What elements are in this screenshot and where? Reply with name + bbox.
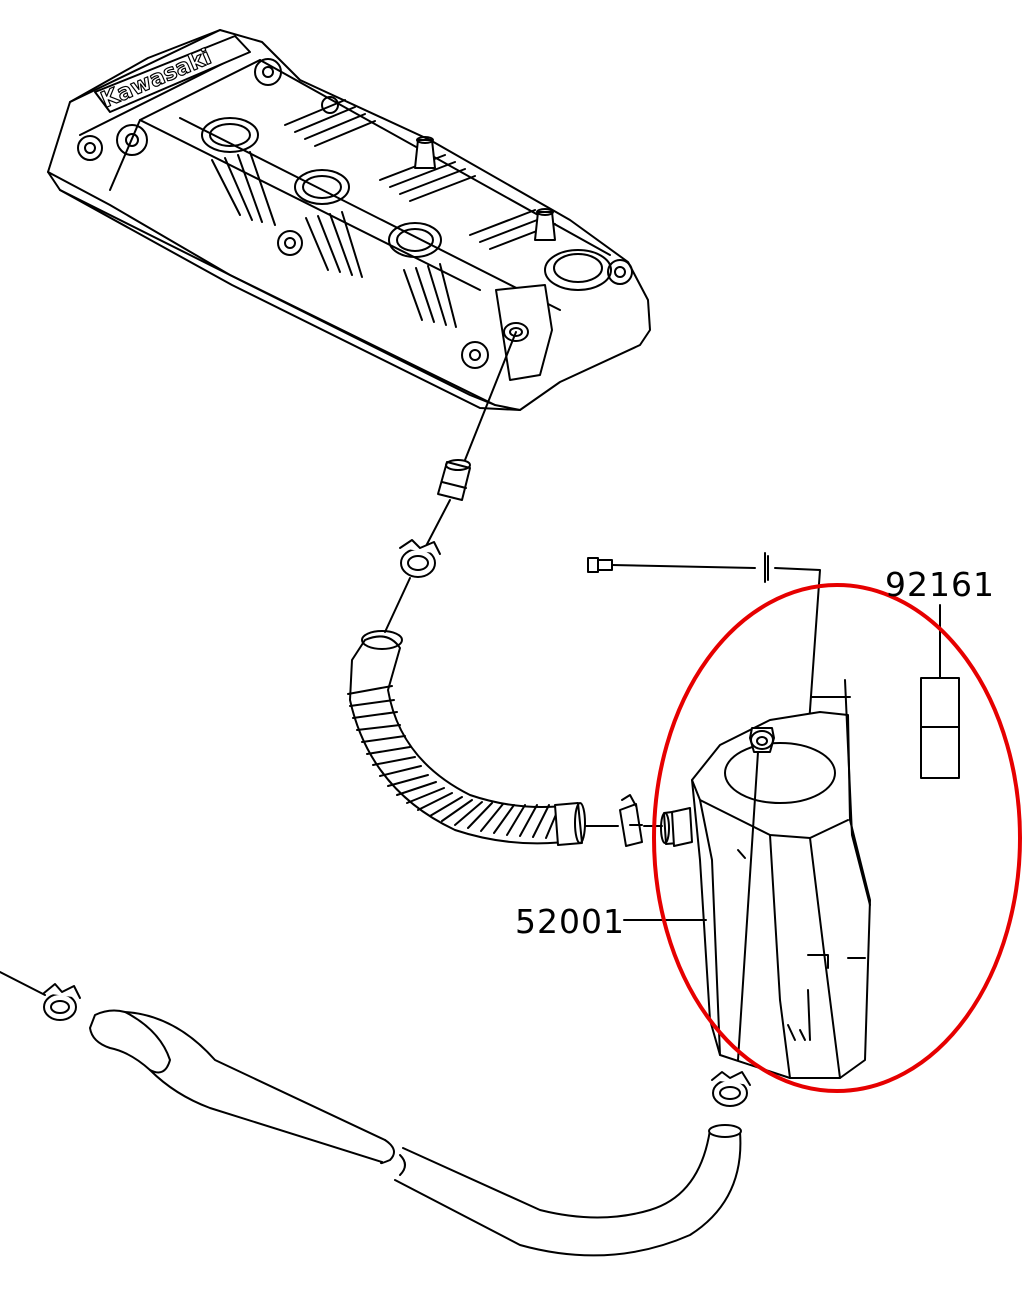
hose-clamp-lower-left (0, 971, 81, 1021)
part-number-92161: 92161 (885, 565, 995, 604)
part-number-52001: 52001 (515, 902, 625, 941)
drain-hose (89, 1009, 742, 1257)
hose-clamp-upper (384, 499, 451, 633)
highlight-circle (652, 583, 1022, 1093)
breather-tank (671, 679, 871, 1079)
pipe-fitting (437, 331, 517, 501)
bolt (587, 552, 821, 781)
part-92161-shape (920, 604, 960, 779)
valve-cover: Kawasaki (47, 29, 651, 411)
hose-clamp-lower-right (711, 1071, 751, 1107)
corrugated-hose (347, 630, 619, 846)
